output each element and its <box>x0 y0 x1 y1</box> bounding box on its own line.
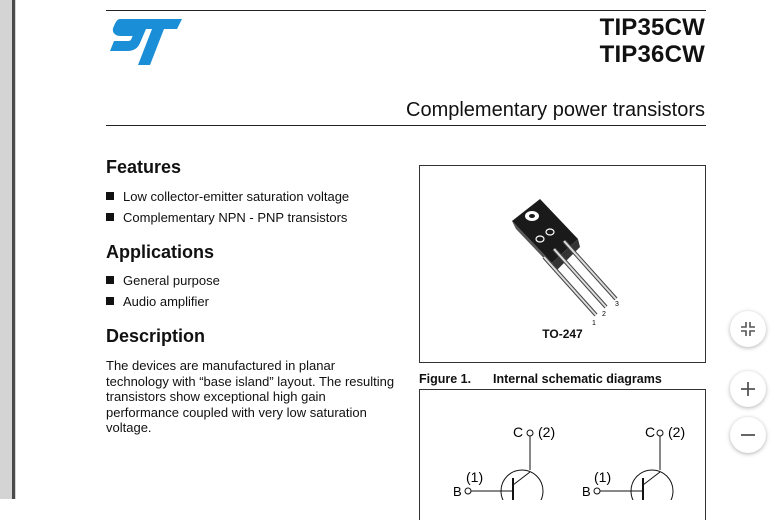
package-label: TO-247 <box>542 327 583 341</box>
figure-caption: Figure 1.Internal schematic diagrams <box>419 372 662 386</box>
viewer-left-scrollbar[interactable] <box>0 0 16 499</box>
bullet-square-icon <box>106 192 114 200</box>
top-rule <box>106 10 706 11</box>
collector-pin-label: (2) <box>668 424 685 440</box>
description-text: The devices are manufactured in planar t… <box>106 358 395 436</box>
zoom-in-button[interactable] <box>730 371 766 407</box>
base-label: B <box>582 484 591 499</box>
collector-pin-label: (2) <box>538 424 555 440</box>
base-pin-label: (1) <box>594 469 611 485</box>
base-pin-label: (1) <box>466 469 483 485</box>
bullet-square-icon <box>106 297 114 305</box>
to247-package-icon: 1 2 3 <box>512 199 619 326</box>
part-number-1: TIP35CW <box>599 14 705 41</box>
fit-page-button[interactable] <box>730 311 766 347</box>
zoom-out-button[interactable] <box>730 417 766 453</box>
pin-label: 2 <box>602 311 606 318</box>
pin-label: 1 <box>592 320 596 326</box>
collector-label: C <box>513 424 523 440</box>
collector-label: C <box>645 424 655 440</box>
bullet-square-icon <box>106 213 114 221</box>
schematic-figure: C (2) (1) B C (2) (1) B <box>419 389 706 520</box>
zoom-out-icon <box>741 434 755 436</box>
features-heading: Features <box>106 157 182 177</box>
base-label: B <box>453 484 462 499</box>
fit-page-icon <box>741 322 755 336</box>
zoom-in-icon <box>741 382 755 396</box>
applications-item: General purpose <box>106 273 220 288</box>
pin-label: 3 <box>615 301 619 308</box>
features-item: Complementary NPN - PNP transistors <box>106 210 347 225</box>
applications-item: Audio amplifier <box>106 294 209 309</box>
package-figure: 1 2 3 TO-247 <box>419 165 706 363</box>
features-item: Low collector-emitter saturation voltage <box>106 189 349 204</box>
schematic-diagram: C (2) (1) B C (2) (1) B <box>453 424 685 513</box>
bullet-square-icon <box>106 276 114 284</box>
document-subtitle: Complementary power transistors <box>406 99 705 121</box>
title-rule <box>106 125 706 126</box>
part-number-2: TIP36CW <box>599 41 705 68</box>
applications-heading: Applications <box>106 242 215 262</box>
description-heading: Description <box>106 326 206 346</box>
st-logo-icon <box>110 19 182 65</box>
